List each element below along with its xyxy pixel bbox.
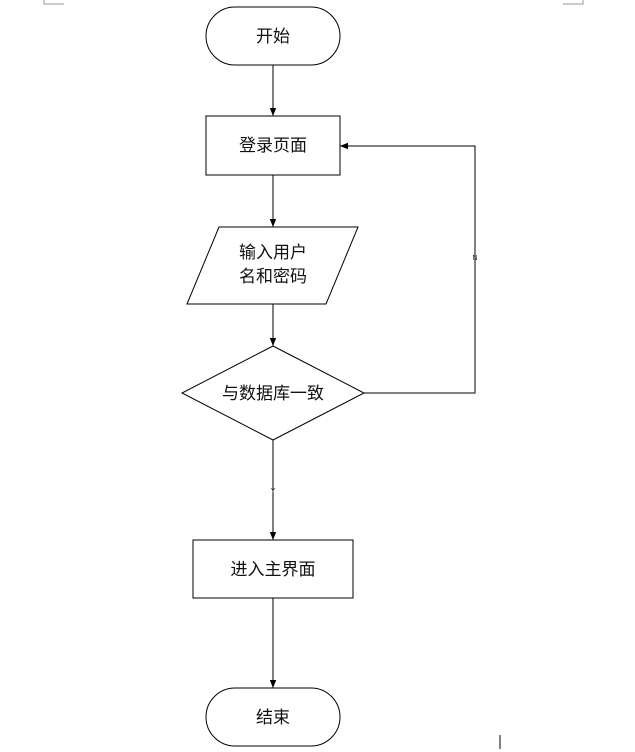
decision-node: 与数据库一致 [180, 345, 366, 441]
input-credentials-node: 输入用户 名和密码 [186, 226, 359, 305]
page-corner-marks [43, 0, 584, 5]
login-page-node: 登录页面 [205, 115, 341, 176]
end-label: 结束 [256, 708, 290, 728]
start-node: 开始 [205, 6, 341, 66]
start-label: 开始 [256, 27, 290, 47]
no-edge-label: N [472, 254, 477, 262]
main-interface-label: 进入主界面 [231, 560, 316, 580]
decision-label: 与数据库一致 [222, 384, 324, 404]
input-line2-label: 名和密码 [239, 267, 307, 287]
main-interface-node: 进入主界面 [192, 539, 354, 599]
login-page-label: 登录页面 [239, 136, 307, 156]
input-line1-label: 输入用户 [239, 243, 307, 263]
yes-edge-label: Y [270, 487, 276, 495]
edge-decision-no [340, 142, 476, 394]
end-node: 结束 [205, 687, 341, 747]
